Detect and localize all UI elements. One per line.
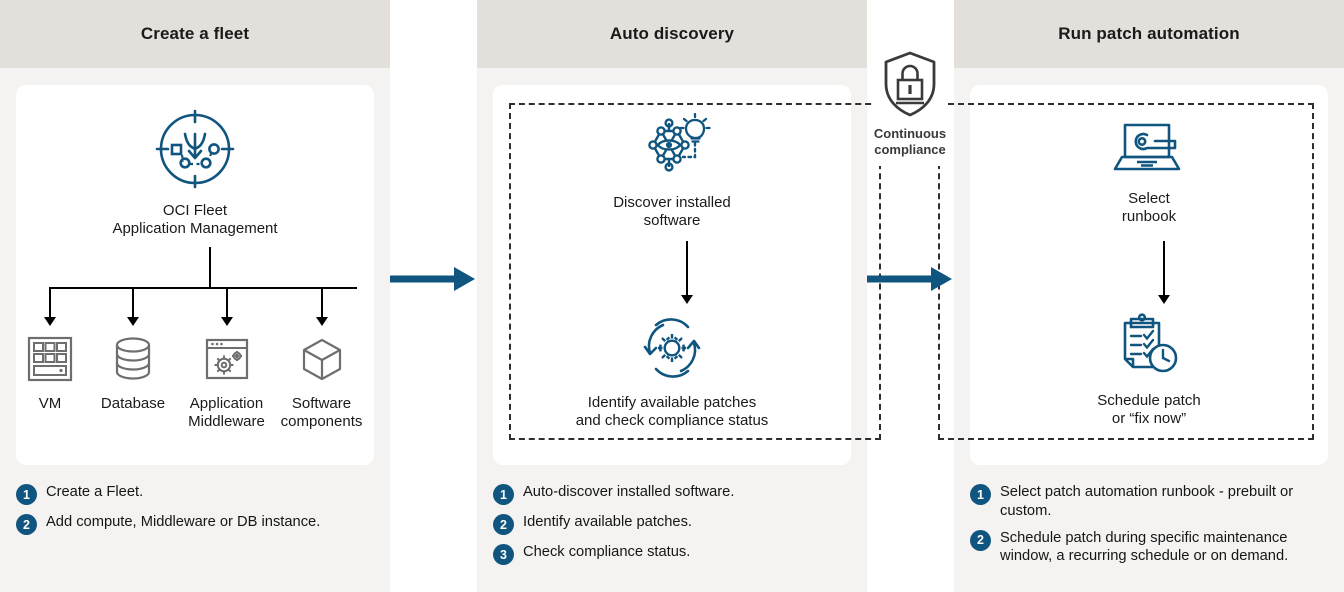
column-body-auto-discovery: Discover installed software <box>477 68 881 592</box>
card-auto-discovery: Discover installed software <box>493 85 881 465</box>
node-label-identify-available-patches: Identify available patches and check com… <box>575 394 769 430</box>
card-create-a-fleet: OCI Fleet Application Management <box>16 85 374 465</box>
node-vm: VM <box>0 334 101 413</box>
dashed-region-run-patch-automation <box>938 103 1314 440</box>
node-label-application-middleware: Application Middleware <box>188 395 265 431</box>
list-item: 2 Add compute, Middleware or DB instance… <box>16 513 380 535</box>
dashed-region-auto-discovery <box>509 103 881 440</box>
bullet-number: 2 <box>16 514 37 535</box>
bullet-list-run-patch-automation: 1 Select patch automation runbook - preb… <box>970 483 1326 574</box>
shield-lock-icon <box>882 51 938 122</box>
tree-branch-3 <box>226 287 228 319</box>
node-select-runbook: Select runbook <box>970 117 1328 227</box>
badge-label: Continuous compliance <box>873 126 947 157</box>
schedule-clipboard-clock-icon <box>1113 313 1185 385</box>
column-create-a-fleet: Create a fleet <box>0 0 390 592</box>
node-label-select-runbook: Select runbook <box>1121 190 1177 226</box>
column-title-create-a-fleet: Create a fleet <box>0 0 390 68</box>
bullet-text: Auto-discover installed software. <box>523 484 735 500</box>
vm-icon <box>25 336 75 388</box>
bullet-number: 2 <box>970 529 991 551</box>
node-identify-available-patches: Identify available patches and check com… <box>493 313 851 431</box>
column-title-run-patch-automation: Run patch automation <box>954 0 1344 68</box>
card-run-patch-automation: Select runbook <box>938 85 1328 465</box>
column-title-auto-discovery: Auto discovery <box>477 0 867 68</box>
application-middleware-icon <box>202 338 252 388</box>
fleet-target-icon <box>153 109 237 195</box>
tree-branch-2 <box>132 287 134 319</box>
tree-crossbar <box>49 287 357 289</box>
bullet-number: 2 <box>493 514 514 535</box>
node-discover-installed-software: Discover installed software <box>493 112 851 231</box>
connector-discover-to-identify <box>686 241 688 297</box>
list-item: 1 Auto-discover installed software. <box>493 483 857 505</box>
node-label-software-components: Software components <box>280 395 363 431</box>
node-database: Database <box>82 334 184 413</box>
bullet-text: Check compliance status. <box>523 544 691 560</box>
column-body-run-patch-automation: Select runbook <box>938 68 1344 592</box>
column-auto-discovery: Auto discovery <box>477 0 881 592</box>
list-item: 3 Check compliance status. <box>493 543 857 565</box>
bullet-number: 1 <box>493 484 514 505</box>
node-label-discover-installed-software: Discover installed software <box>613 194 731 230</box>
node-schedule-patch: Schedule patch or “fix now” <box>970 313 1328 429</box>
column-run-patch-automation: Run patch automation <box>938 0 1344 592</box>
bullet-list-create-a-fleet: 1 Create a Fleet. 2 Add compute, Middlew… <box>16 483 380 543</box>
bullet-text: Schedule patch during specific maintenan… <box>1000 529 1289 565</box>
bullet-number: 1 <box>970 484 991 505</box>
list-item: 2 Identify available patches. <box>493 513 857 535</box>
bullet-number: 1 <box>16 484 37 505</box>
arrow-fleet-to-discovery <box>390 266 477 292</box>
node-label-database: Database <box>100 395 166 412</box>
tree-arrowhead-2 <box>127 317 139 326</box>
node-label-vm: VM <box>38 395 62 412</box>
tree-arrowhead-1 <box>44 317 56 326</box>
connector-arrowhead-discover-to-identify <box>681 295 693 304</box>
connector-runbook-to-schedule <box>1163 241 1165 297</box>
bullet-text: Identify available patches. <box>523 514 693 530</box>
node-application-middleware: Application Middleware <box>174 334 279 432</box>
column-body-create-a-fleet: OCI Fleet Application Management <box>0 68 390 592</box>
list-item: 1 Select patch automation runbook - preb… <box>970 483 1326 521</box>
database-icon <box>108 337 158 388</box>
tree-arrowhead-3 <box>221 317 233 326</box>
patch-refresh-gear-icon <box>636 318 708 387</box>
node-software-components: Software components <box>269 334 374 432</box>
bullet-text: Add compute, Middleware or DB instance. <box>46 514 321 530</box>
discover-software-icon <box>631 112 713 187</box>
list-item: 1 Create a Fleet. <box>16 483 380 505</box>
runbook-laptop-icon <box>1111 123 1187 183</box>
tree-branch-1 <box>49 287 51 319</box>
continuous-compliance-badge: Continuous compliance <box>862 50 958 157</box>
software-components-icon <box>297 338 347 388</box>
arrow-discovery-to-automation <box>867 266 954 292</box>
node-oci-fleet-application-management: OCI Fleet Application Management <box>16 107 374 239</box>
bullet-number: 3 <box>493 544 514 565</box>
node-label-schedule-patch: Schedule patch or “fix now” <box>1097 392 1201 428</box>
tree-branch-4 <box>321 287 323 319</box>
bullet-list-auto-discovery: 1 Auto-discover installed software. 2 Id… <box>493 483 857 573</box>
tree-trunk <box>209 247 211 289</box>
tree-arrowhead-4 <box>316 317 328 326</box>
bullet-text: Create a Fleet. <box>46 484 144 500</box>
connector-arrowhead-runbook-to-schedule <box>1158 295 1170 304</box>
list-item: 2 Schedule patch during specific mainten… <box>970 529 1326 567</box>
bullet-text: Select patch automation runbook - prebui… <box>1000 484 1294 519</box>
node-label-oci-fleet: OCI Fleet Application Management <box>112 202 278 238</box>
